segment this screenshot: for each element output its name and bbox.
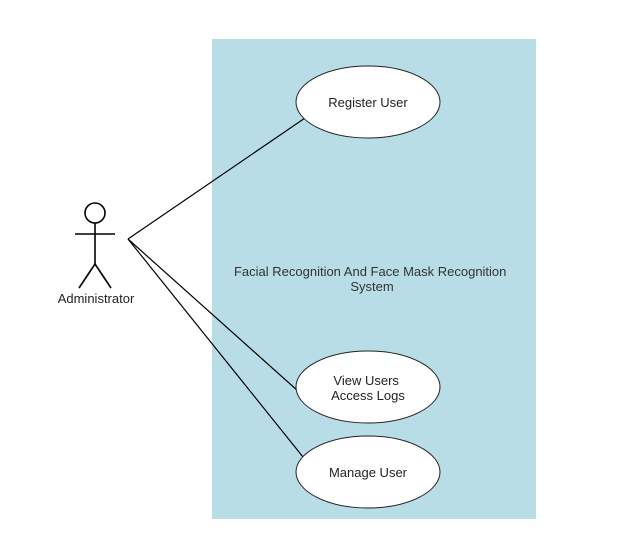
use-case-register-user[interactable]: Register User (295, 65, 441, 139)
association-register-user[interactable] (127, 117, 306, 240)
use-case-manage-user-ellipse (295, 435, 441, 509)
system-title: Facial Recognition And Face Mask Recogni… (234, 264, 510, 294)
actor-head (84, 202, 106, 224)
use-case-view-users-access-logs-ellipse (295, 350, 441, 424)
use-case-register-user-label: Register User (328, 95, 408, 110)
system-title-line-1: Facial Recognition And Face Mask Recogni… (234, 264, 506, 279)
system-title-line-2: System (350, 279, 393, 294)
use-case-manage-user[interactable]: Manage User (295, 435, 441, 509)
actor-label: Administrator (58, 291, 135, 306)
use-case-manage-user-label: Manage User (329, 465, 408, 480)
use-case-view-users-access-logs-label: View Users Access Logs (331, 373, 405, 403)
actor-right-leg (94, 263, 112, 289)
use-case-register-user-ellipse (295, 65, 441, 139)
association-view-users-access-logs[interactable] (127, 238, 299, 392)
association-manage-user[interactable] (127, 238, 304, 458)
actor-administrator[interactable] (75, 202, 115, 289)
actor-left-leg (78, 263, 96, 289)
use-case-view-users-access-logs[interactable]: View Users Access Logs (295, 350, 441, 424)
